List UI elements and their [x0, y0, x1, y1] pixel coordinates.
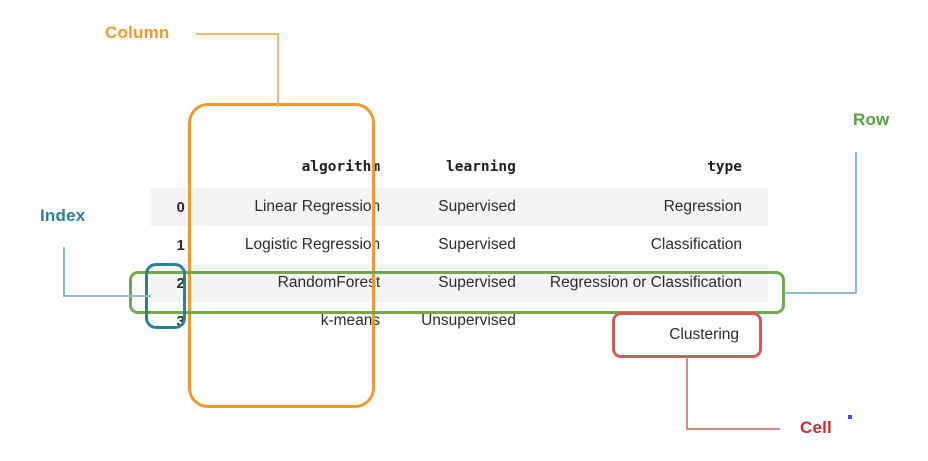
cell-type: Regression: [527, 188, 768, 226]
cell-algorithm: Logistic Regression: [194, 226, 395, 264]
annotation-label-cell: Cell: [800, 418, 832, 437]
row-connector-vertical: [855, 152, 857, 293]
column-header-algorithm: algorithm: [301, 159, 381, 175]
index-connector-horizontal: [63, 295, 151, 297]
cell-algorithm: RandomForest: [194, 264, 395, 302]
cell-type: Classification: [527, 226, 768, 264]
table-row: 1 Logistic Regression Supervised Classif…: [150, 226, 768, 264]
column-highlight-box: [188, 103, 375, 408]
cell-learning: Supervised: [394, 264, 528, 302]
table-header-row: algorithm learning type: [150, 152, 768, 188]
table-row: 0 Linear Regression Supervised Regressio…: [150, 188, 768, 226]
table-body: 0 Linear Regression Supervised Regressio…: [150, 188, 768, 340]
cell-algorithm: Linear Regression: [194, 188, 395, 226]
blue-dot-artifact: [848, 415, 852, 419]
cell-learning: Unsupervised: [394, 302, 528, 340]
index-connector-vertical: [63, 247, 65, 297]
cell-learning: Supervised: [394, 188, 528, 226]
cell-index: 0: [150, 188, 195, 226]
annotation-label-index: Index: [40, 206, 86, 225]
column-connector-horizontal: [196, 33, 278, 35]
cell-highlight-value: Clustering: [669, 326, 739, 343]
column-header-learning: learning: [446, 159, 516, 175]
cell-index: 1: [150, 226, 195, 264]
cell-connector-vertical: [686, 357, 688, 429]
dataframe-table: algorithm learning type 0 Linear Regress…: [150, 152, 768, 340]
cell-index: 2: [150, 264, 195, 302]
cell-connector-horizontal: [686, 428, 780, 430]
index-highlight-box: [145, 263, 186, 329]
cell-highlight-box: Clustering: [612, 312, 762, 358]
annotation-label-row: Row: [853, 110, 890, 129]
cell-learning: Supervised: [394, 226, 528, 264]
annotation-label-column: Column: [105, 23, 170, 42]
table-row: 2 RandomForest Supervised Regression or …: [150, 264, 768, 302]
row-connector-horizontal: [784, 292, 856, 294]
row-highlight-box: [129, 271, 785, 314]
cell-algorithm: k-means: [194, 302, 395, 340]
column-header-type: type: [707, 159, 742, 175]
cell-type: Regression or Classification: [527, 264, 768, 302]
table-header: algorithm learning type: [150, 152, 768, 188]
column-connector-vertical: [277, 33, 279, 107]
